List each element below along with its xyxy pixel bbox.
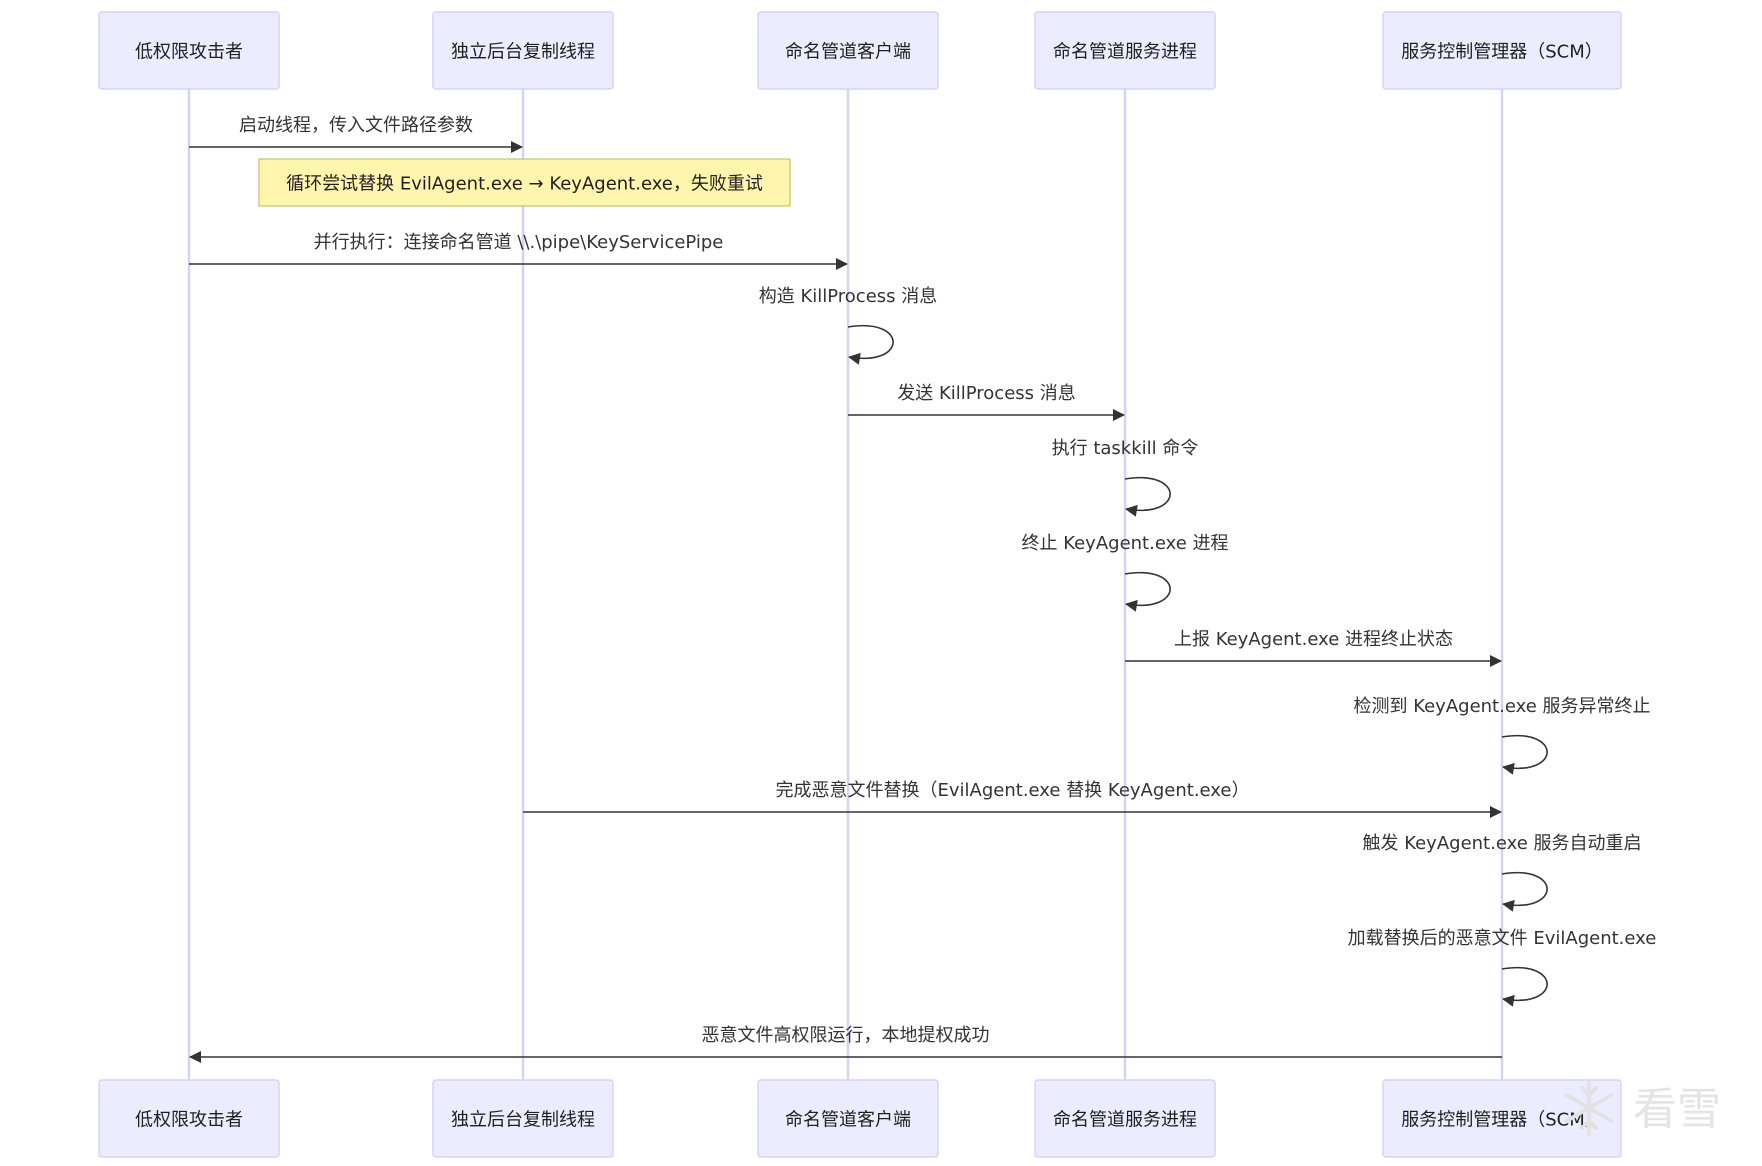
message-label: 终止 KeyAgent.exe 进程 [1021,533,1228,554]
message-label: 恶意文件高权限运行，本地提权成功 [702,1025,990,1046]
message-label: 检测到 KeyAgent.exe 服务异常终止 [1353,696,1650,717]
message-10: 触发 KeyAgent.exe 服务自动重启 [1362,833,1642,912]
message-9: 完成恶意文件替换（EvilAgent.exe 替换 KeyAgent.exe） [523,780,1502,818]
message-8: 检测到 KeyAgent.exe 服务异常终止 [1353,696,1651,775]
self-message-arrow [1124,476,1171,517]
message-label: 启动线程，传入文件路径参数 [239,115,473,136]
participant-label: 低权限攻击者 [135,42,243,63]
participant-server-top: 命名管道服务进程 [1034,11,1216,90]
snowflake-icon [1564,1080,1614,1136]
watermark: 看雪 [1564,1080,1721,1136]
participant-label: 命名管道客户端 [785,1110,911,1131]
message-5: 执行 taskkill 命令 [1052,438,1199,517]
participant-copier-bottom: 独立后台复制线程 [432,1079,614,1158]
self-message-arrow [1501,734,1548,775]
participant-label: 命名管道客户端 [785,42,911,63]
message-3: 构造 KillProcess 消息 [759,286,938,365]
message-4: 发送 KillProcess 消息 [848,383,1125,421]
self-message-arrow [1501,871,1548,912]
message-11: 加载替换后的恶意文件 EvilAgent.exe [1348,928,1657,1007]
participant-label: 命名管道服务进程 [1053,1110,1197,1131]
lifelines [187,89,1504,1080]
participant-box [98,1079,280,1158]
message-7: 上报 KeyAgent.exe 进程终止状态 [1125,629,1502,667]
participant-box [432,11,614,90]
participant-label: 独立后台复制线程 [451,1110,595,1131]
participant-copier-top: 独立后台复制线程 [432,11,614,90]
message-label: 执行 taskkill 命令 [1052,438,1199,459]
self-message-arrow [1501,966,1548,1007]
participant-box [1034,1079,1216,1158]
participant-label: 低权限攻击者 [135,1110,243,1131]
message-6: 终止 KeyAgent.exe 进程 [1021,533,1229,612]
message-label: 触发 KeyAgent.exe 服务自动重启 [1362,833,1641,854]
participant-box [757,11,939,90]
participant-box [1382,11,1622,90]
message-label: 加载替换后的恶意文件 EvilAgent.exe [1348,928,1657,949]
participant-client-top: 命名管道客户端 [757,11,939,90]
participant-scm-top: 服务控制管理器（SCM） [1382,11,1622,90]
participant-box [1382,1079,1622,1158]
participant-scm-bottom: 服务控制管理器（SCM） [1382,1079,1622,1158]
participant-label: 独立后台复制线程 [451,42,595,63]
message-2: 并行执行：连接命名管道 \\.\pipe\KeyServicePipe [189,232,848,270]
message-12: 恶意文件高权限运行，本地提权成功 [189,1025,1502,1063]
self-message-arrow [1124,571,1171,612]
participant-server-bottom: 命名管道服务进程 [1034,1079,1216,1158]
message-label: 并行执行：连接命名管道 \\.\pipe\KeyServicePipe [314,232,724,253]
participant-box [98,11,280,90]
message-label: 构造 KillProcess 消息 [759,286,938,307]
participant-attacker-top: 低权限攻击者 [98,11,280,90]
participant-box [1034,11,1216,90]
message-label: 上报 KeyAgent.exe 进程终止状态 [1174,629,1453,650]
participant-client-bottom: 命名管道客户端 [757,1079,939,1158]
participant-box [432,1079,614,1158]
note-box [258,158,791,207]
note-text: 循环尝试替换 EvilAgent.exe → KeyAgent.exe，失败重试 [286,174,763,195]
participant-attacker-bottom: 低权限攻击者 [98,1079,280,1158]
participant-label: 服务控制管理器（SCM） [1401,1110,1603,1131]
participant-box [757,1079,939,1158]
participant-label: 命名管道服务进程 [1053,42,1197,63]
self-message-arrow [847,324,894,365]
message-1: 启动线程，传入文件路径参数 [189,115,523,153]
participant-label: 服务控制管理器（SCM） [1401,42,1603,63]
watermark-text: 看雪 [1633,1084,1721,1135]
notes: 循环尝试替换 EvilAgent.exe → KeyAgent.exe，失败重试 [258,158,791,207]
participants: 低权限攻击者低权限攻击者独立后台复制线程独立后台复制线程命名管道客户端命名管道客… [98,11,1622,1158]
message-label: 发送 KillProcess 消息 [897,383,1076,404]
message-label: 完成恶意文件替换（EvilAgent.exe 替换 KeyAgent.exe） [776,780,1250,801]
note: 循环尝试替换 EvilAgent.exe → KeyAgent.exe，失败重试 [258,158,791,207]
